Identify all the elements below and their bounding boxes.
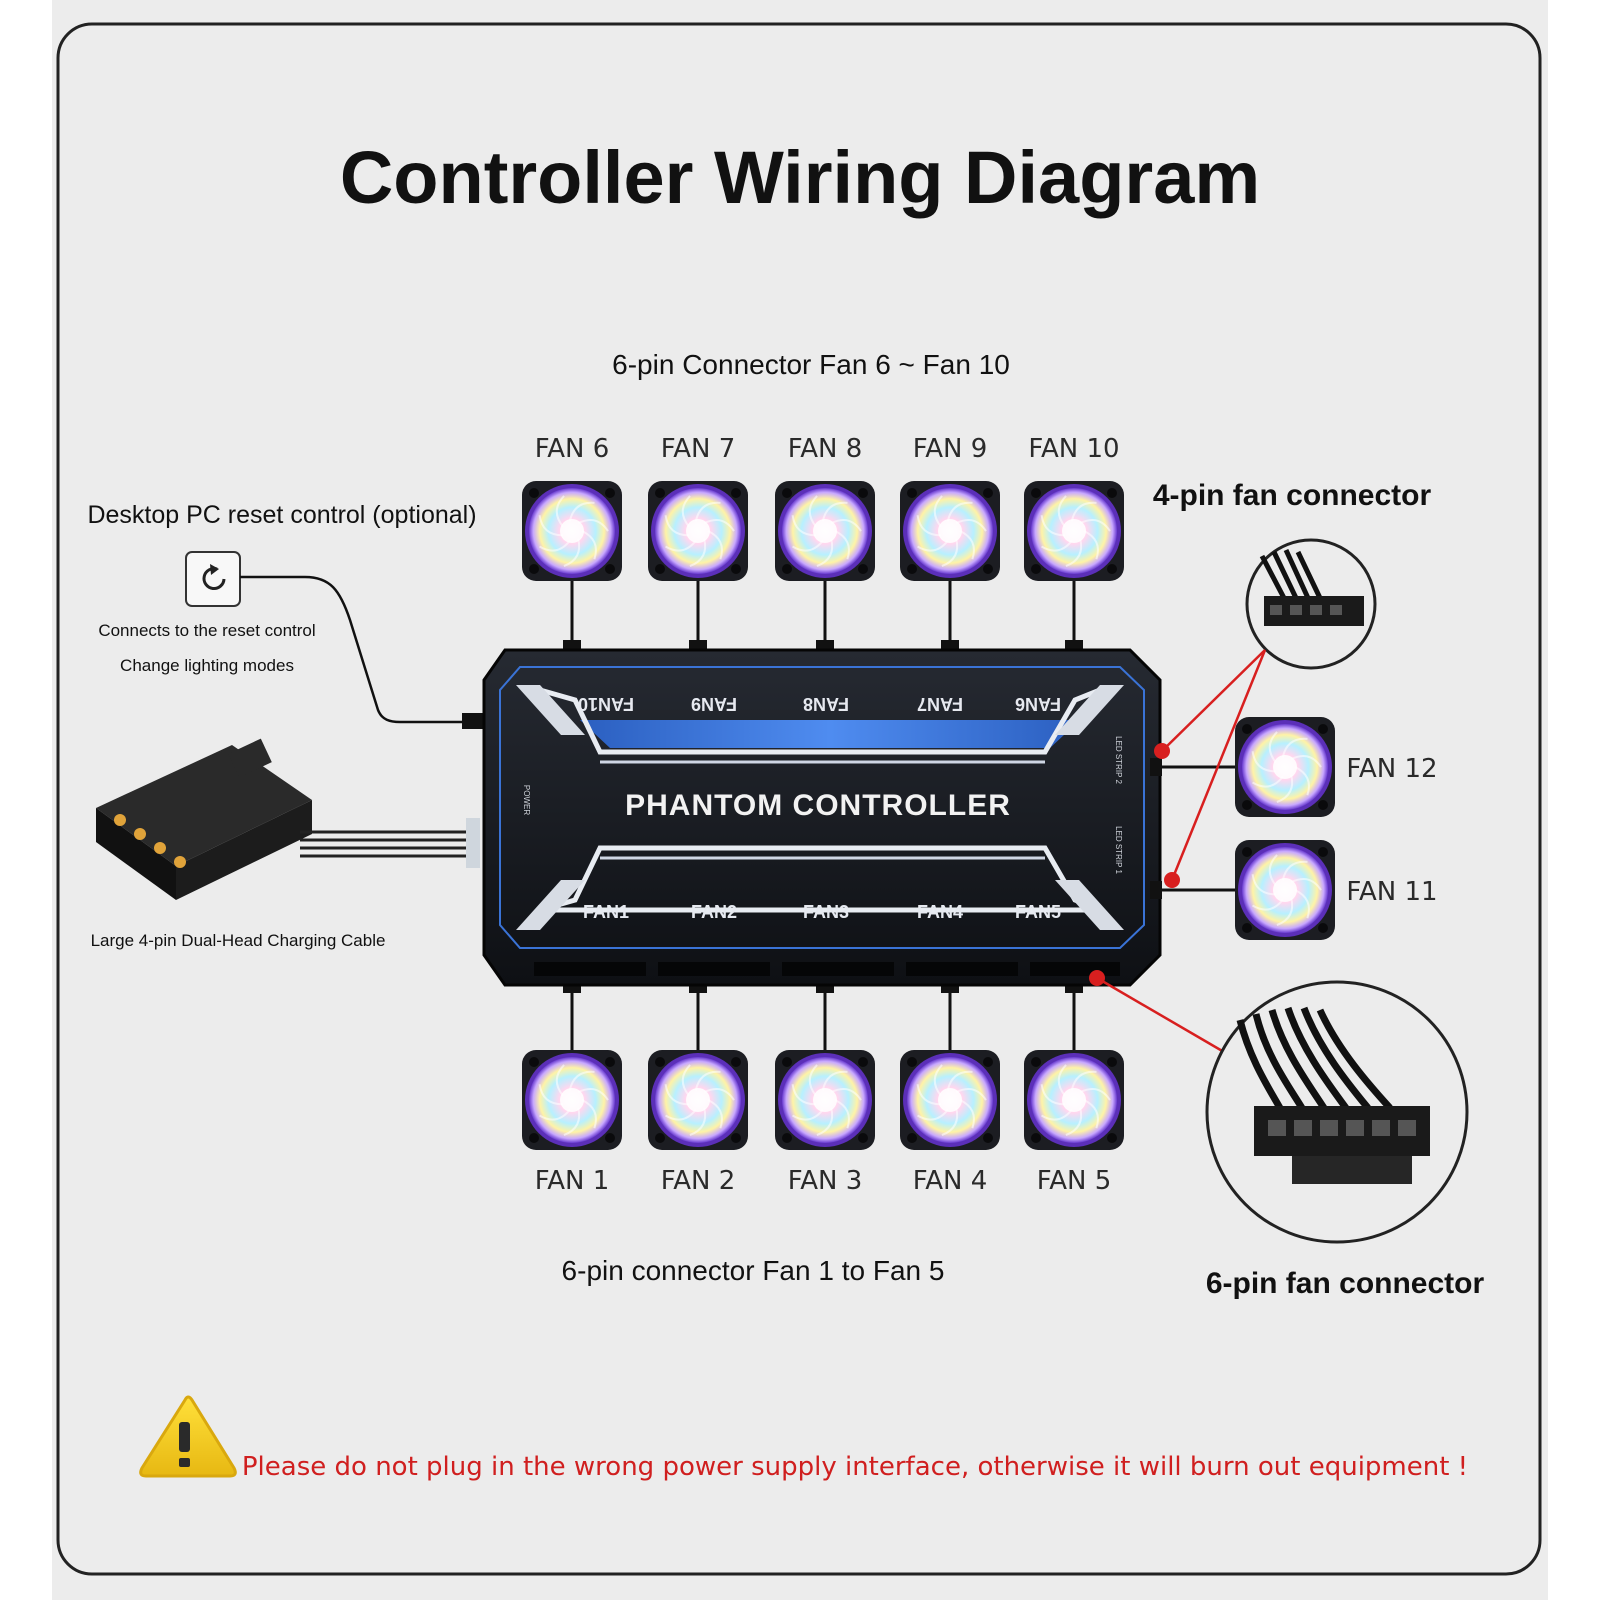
side-fans: FAN 12 FAN 11 [1235, 717, 1438, 940]
power-port-label: POWER [522, 785, 531, 815]
fan-label: FAN 5 [1037, 1166, 1112, 1196]
fan-icon [1235, 840, 1335, 940]
warning-text: Please do not plug in the wrong power su… [242, 1452, 1468, 1482]
six-pin-callout-line [1089, 970, 1225, 1054]
fan-label: FAN 8 [788, 434, 863, 464]
fan-label: FAN 1 [535, 1166, 610, 1196]
reset-line-2: Change lighting modes [120, 656, 294, 675]
controller-port-label: FAN1 [583, 902, 629, 922]
fan-plug [1065, 640, 1083, 650]
controller-name: PHANTOM CONTROLLER [625, 789, 1011, 822]
controller-top-ports: FAN10 FAN9 FAN8 FAN7 FAN6 [578, 694, 1061, 714]
warning-icon [139, 1395, 237, 1478]
reset-button-icon [185, 551, 241, 607]
page-title: Controller Wiring Diagram [340, 136, 1260, 219]
fan-label: FAN 9 [913, 434, 988, 464]
four-pin-connector-icon [1245, 538, 1377, 670]
power-cable [300, 818, 480, 868]
fan-plug [689, 983, 707, 993]
reset-cable [240, 575, 470, 724]
controller-bottom-ports: FAN1 FAN2 FAN3 FAN4 FAN5 [583, 902, 1061, 922]
fan-plug [1065, 983, 1083, 993]
fan-label: FAN 7 [661, 434, 736, 464]
fan-label: FAN 2 [661, 1166, 736, 1196]
fan-label: FAN 4 [913, 1166, 988, 1196]
fan-icon [522, 481, 622, 581]
fan-icon [900, 1050, 1000, 1150]
bottom-connector-heading: 6-pin connector Fan 1 to Fan 5 [562, 1255, 945, 1286]
bottom-fans: FAN 1 FAN 2 FAN 3 FAN 4 FAN 5 [522, 1050, 1124, 1196]
reset-heading: Desktop PC reset control (optional) [87, 501, 476, 529]
fan-icon [1024, 481, 1124, 581]
port-slots [534, 962, 1120, 976]
reset-line-1: Connects to the reset control [98, 621, 315, 640]
controller-port-label: FAN3 [803, 902, 849, 922]
six-pin-connector-icon [1205, 980, 1469, 1244]
fan-icon [1024, 1050, 1124, 1150]
top-connector-heading: 6-pin Connector Fan 6 ~ Fan 10 [612, 349, 1010, 380]
fan-plug [689, 640, 707, 650]
fan-plug [816, 983, 834, 993]
fan-icon [522, 1050, 622, 1150]
six-pin-label: 6-pin fan connector [1206, 1267, 1485, 1300]
controller-port-label: FAN4 [917, 902, 963, 922]
four-pin-label: 4-pin fan connector [1153, 479, 1432, 512]
power-connector-icon [96, 738, 312, 900]
four-pin-callout-lines [1154, 649, 1267, 888]
fan-wires [563, 575, 1083, 1050]
top-fans: FAN 6 FAN 7 FAN 8 FAN 9 FAN 10 [522, 434, 1124, 581]
controller-port-label: FAN6 [1015, 694, 1061, 714]
fan-label: FAN 6 [535, 434, 610, 464]
power-cable-label: Large 4-pin Dual-Head Charging Cable [91, 931, 386, 950]
fan-plug [563, 983, 581, 993]
side-fan-wires [1150, 758, 1240, 899]
led-strip-2-label: LED STRIP 2 [1114, 736, 1123, 784]
fan-icon [900, 481, 1000, 581]
fan-icon [775, 1050, 875, 1150]
fan-label: FAN 12 [1346, 754, 1437, 784]
controller-port-label: FAN2 [691, 902, 737, 922]
controller-port-label: FAN8 [803, 694, 849, 714]
reset-plug [462, 713, 486, 729]
phantom-controller: PHANTOM CONTROLLER FAN10 FAN9 FAN8 FAN7 FAN6… [482, 648, 1162, 987]
fan-label: FAN 11 [1346, 877, 1437, 907]
fan-plug [941, 983, 959, 993]
controller-port-label: FAN10 [578, 694, 634, 714]
fan-label: FAN 3 [788, 1166, 863, 1196]
fan-label: FAN 10 [1028, 434, 1119, 464]
fan-icon [648, 1050, 748, 1150]
controller-port-label: FAN9 [691, 694, 737, 714]
led-strip-1-label: LED STRIP 1 [1114, 826, 1123, 874]
fan-icon [648, 481, 748, 581]
fan-plug [941, 640, 959, 650]
controller-port-label: FAN5 [1015, 902, 1061, 922]
fan-plug [563, 640, 581, 650]
fan-icon [1235, 717, 1335, 817]
panel-border [56, 22, 1542, 1576]
controller-port-label: FAN7 [917, 694, 963, 714]
fan-icon [775, 481, 875, 581]
fan-plug [816, 640, 834, 650]
upper-light-bar [580, 720, 1080, 748]
